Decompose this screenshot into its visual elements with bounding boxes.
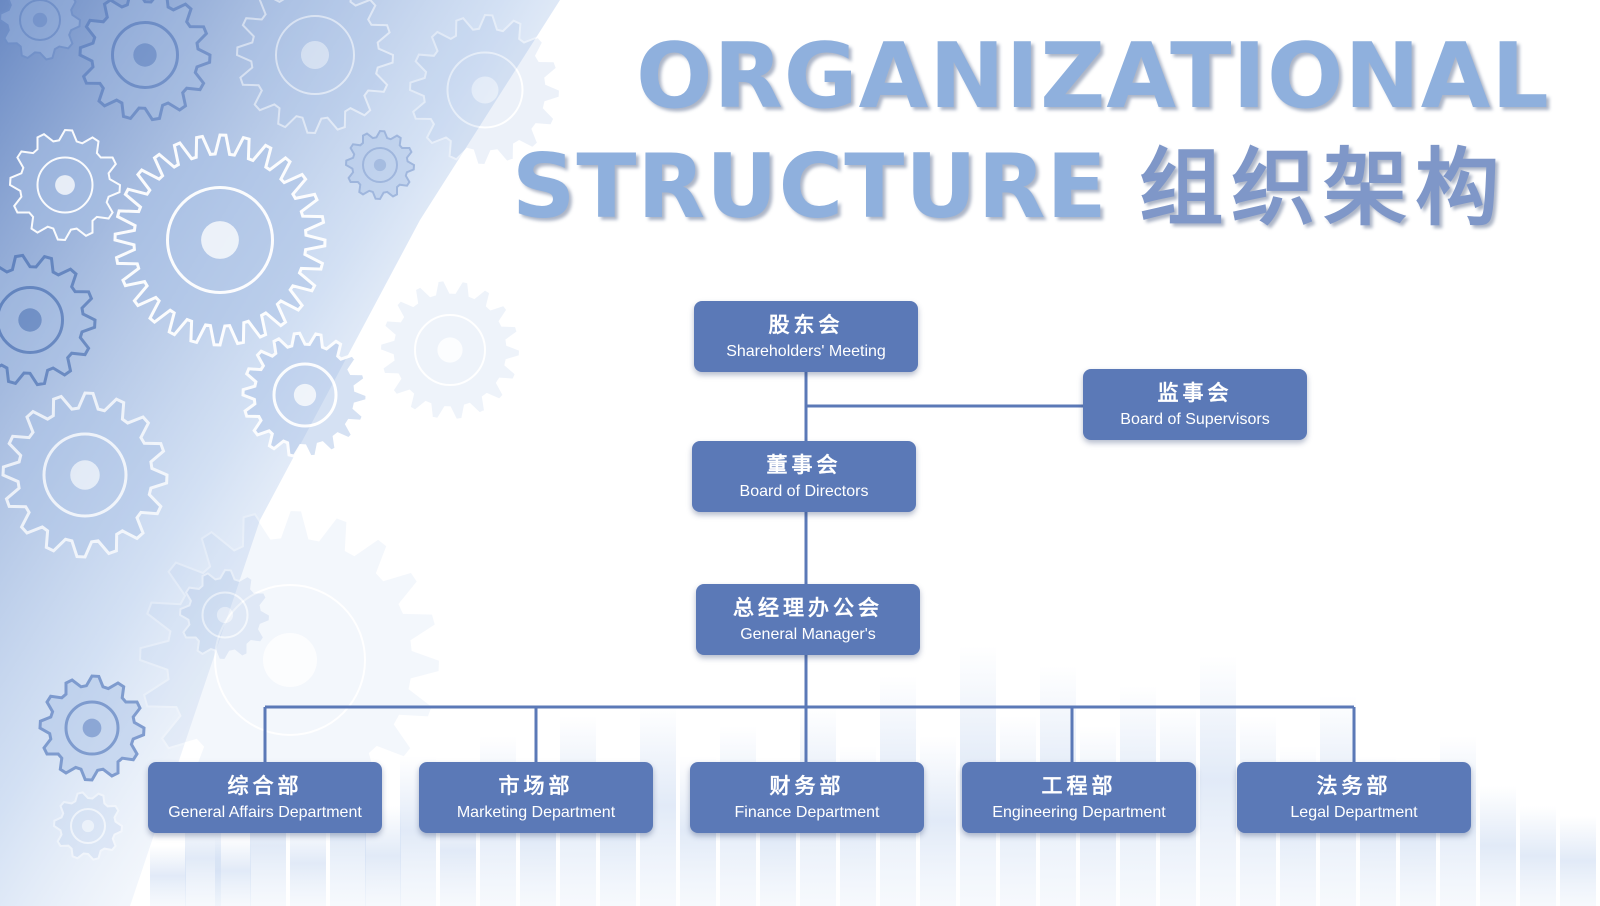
node-label-en: General Manager's: [740, 625, 876, 643]
title-chinese: 组织架构: [1139, 139, 1508, 237]
node-label-en: Legal Department: [1290, 803, 1418, 821]
skyline-building: [215, 836, 251, 906]
skyline-building: [290, 821, 326, 906]
skyline-building: [1520, 806, 1556, 906]
gear-icon: [1, 391, 169, 559]
gear-icon: [241, 331, 369, 459]
node-label-cn: 监事会: [1157, 380, 1233, 405]
node-finance-department: 财务部 Finance Department: [690, 762, 924, 833]
title-structure: STRUCTURE: [512, 135, 1108, 238]
node-label-cn: 总经理办公会: [733, 595, 883, 620]
gear-icon: [8, 128, 122, 242]
node-board-of-supervisors: 监事会 Board of Supervisors: [1083, 369, 1307, 440]
skyline-building: [1480, 786, 1516, 906]
node-general-affairs-department: 综合部 General Affairs Department: [148, 762, 382, 833]
node-label-cn: 市场部: [498, 773, 574, 798]
gear-icon: [378, 279, 522, 421]
node-label-en: Finance Department: [734, 803, 880, 821]
node-marketing-department: 市场部 Marketing Department: [419, 762, 653, 833]
node-board-of-directors: 董事会 Board of Directors: [692, 441, 916, 512]
gear-icon: [113, 133, 327, 347]
node-label-en: Engineering Department: [992, 803, 1166, 821]
node-label-cn: 董事会: [766, 452, 842, 477]
title-line-2: STRUCTURE 组织架构: [512, 132, 1507, 243]
skyline-building: [1560, 816, 1596, 906]
gear-icon: [178, 568, 272, 662]
node-label-en: Shareholders' Meeting: [726, 342, 886, 360]
skyline-building: [150, 846, 186, 906]
gear-icon: [38, 674, 146, 782]
node-label-cn: 财务部: [769, 773, 845, 798]
gear-icon: [344, 129, 416, 201]
node-shareholders-meeting: 股东会 Shareholders' Meeting: [694, 301, 918, 372]
skyline-building: [920, 736, 956, 906]
node-general-manager: 总经理办公会 General Manager's: [696, 584, 920, 655]
title-line-1: ORGANIZATIONAL: [636, 24, 1550, 129]
gear-icon: [0, 253, 97, 387]
gear-icon: [52, 791, 124, 861]
gear-icon: [0, 0, 82, 61]
node-label-cn: 工程部: [1041, 773, 1117, 798]
gear-icon: [78, 0, 212, 122]
node-engineering-department: 工程部 Engineering Department: [962, 762, 1196, 833]
node-label-cn: 综合部: [227, 773, 303, 798]
node-label-en: Board of Supervisors: [1120, 410, 1270, 428]
node-label-cn: 股东会: [768, 312, 844, 337]
node-label-en: General Affairs Department: [168, 803, 362, 821]
node-label-en: Marketing Department: [456, 803, 616, 821]
node-label-cn: 法务部: [1316, 773, 1392, 798]
skyline-building: [1200, 656, 1236, 906]
node-label-en: Board of Directors: [739, 482, 869, 500]
node-legal-department: 法务部 Legal Department: [1237, 762, 1471, 833]
gear-icon: [235, 0, 395, 135]
gear-icon: [408, 13, 562, 167]
